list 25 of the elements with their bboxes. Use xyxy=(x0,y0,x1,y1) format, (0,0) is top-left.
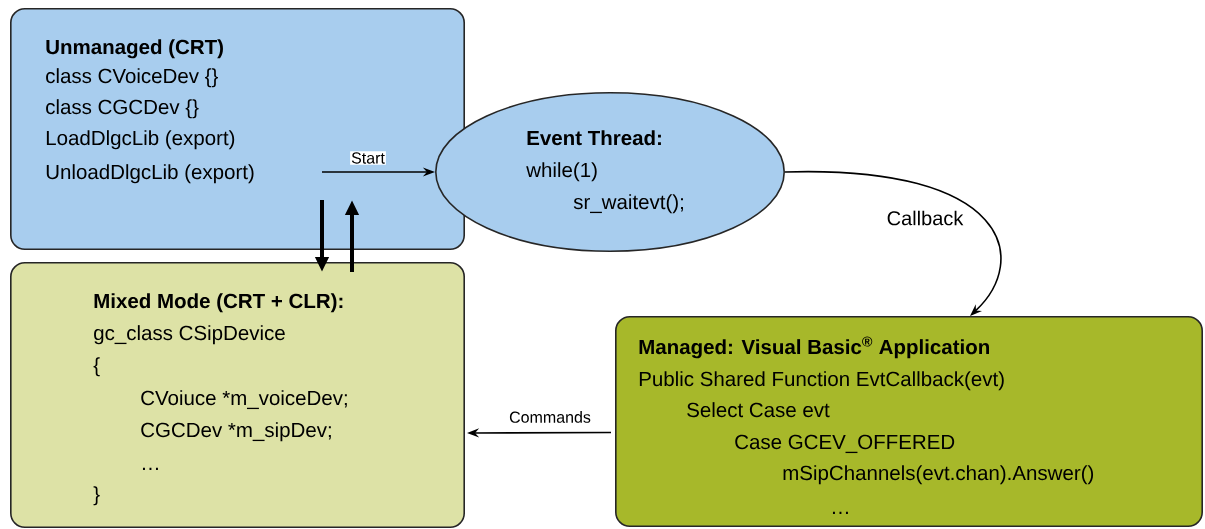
code-line: Case GCEV_OFFERED xyxy=(735,434,955,454)
heading: Managed: Visual Basic$^{®}$ Application xyxy=(639,336,989,359)
code-line: { xyxy=(93,357,100,377)
code-line: Public Shared Function EvtCallback(evt) xyxy=(639,371,1004,391)
code-line: while(1) xyxy=(526,162,597,182)
code-line: LoadDlgcLib (export) xyxy=(46,130,235,150)
edge-label: Commands xyxy=(508,410,592,424)
heading: Mixed Mode (CRT + CLR): xyxy=(94,293,343,313)
code-line: CGCDev *m_sipDev; xyxy=(141,422,331,442)
heading: Event Thread: xyxy=(527,130,661,146)
heading: Unmanaged (CRT) xyxy=(46,39,223,59)
code-line: class CGCDev {} xyxy=(46,99,199,119)
code-line: gc_class CSipDevice xyxy=(94,325,285,345)
code-line: … xyxy=(143,467,158,470)
edge-label: Callback xyxy=(885,209,965,227)
code-line: sr_waitevt(); xyxy=(573,194,683,214)
code-line: class CVoiceDev {} xyxy=(46,68,218,88)
code-line: Select Case evt xyxy=(687,402,830,418)
code-line: mSipChannels(evt.chan).Answer() xyxy=(783,465,1094,485)
code-line: UnloadDlgcLib (export) xyxy=(46,164,254,184)
code-line: } xyxy=(93,486,100,506)
code-line: … xyxy=(833,511,848,514)
code-line: CVoiuce *m_voiceDev; xyxy=(141,390,347,410)
edge-label: Start xyxy=(350,151,386,165)
arrow xyxy=(784,171,1002,316)
